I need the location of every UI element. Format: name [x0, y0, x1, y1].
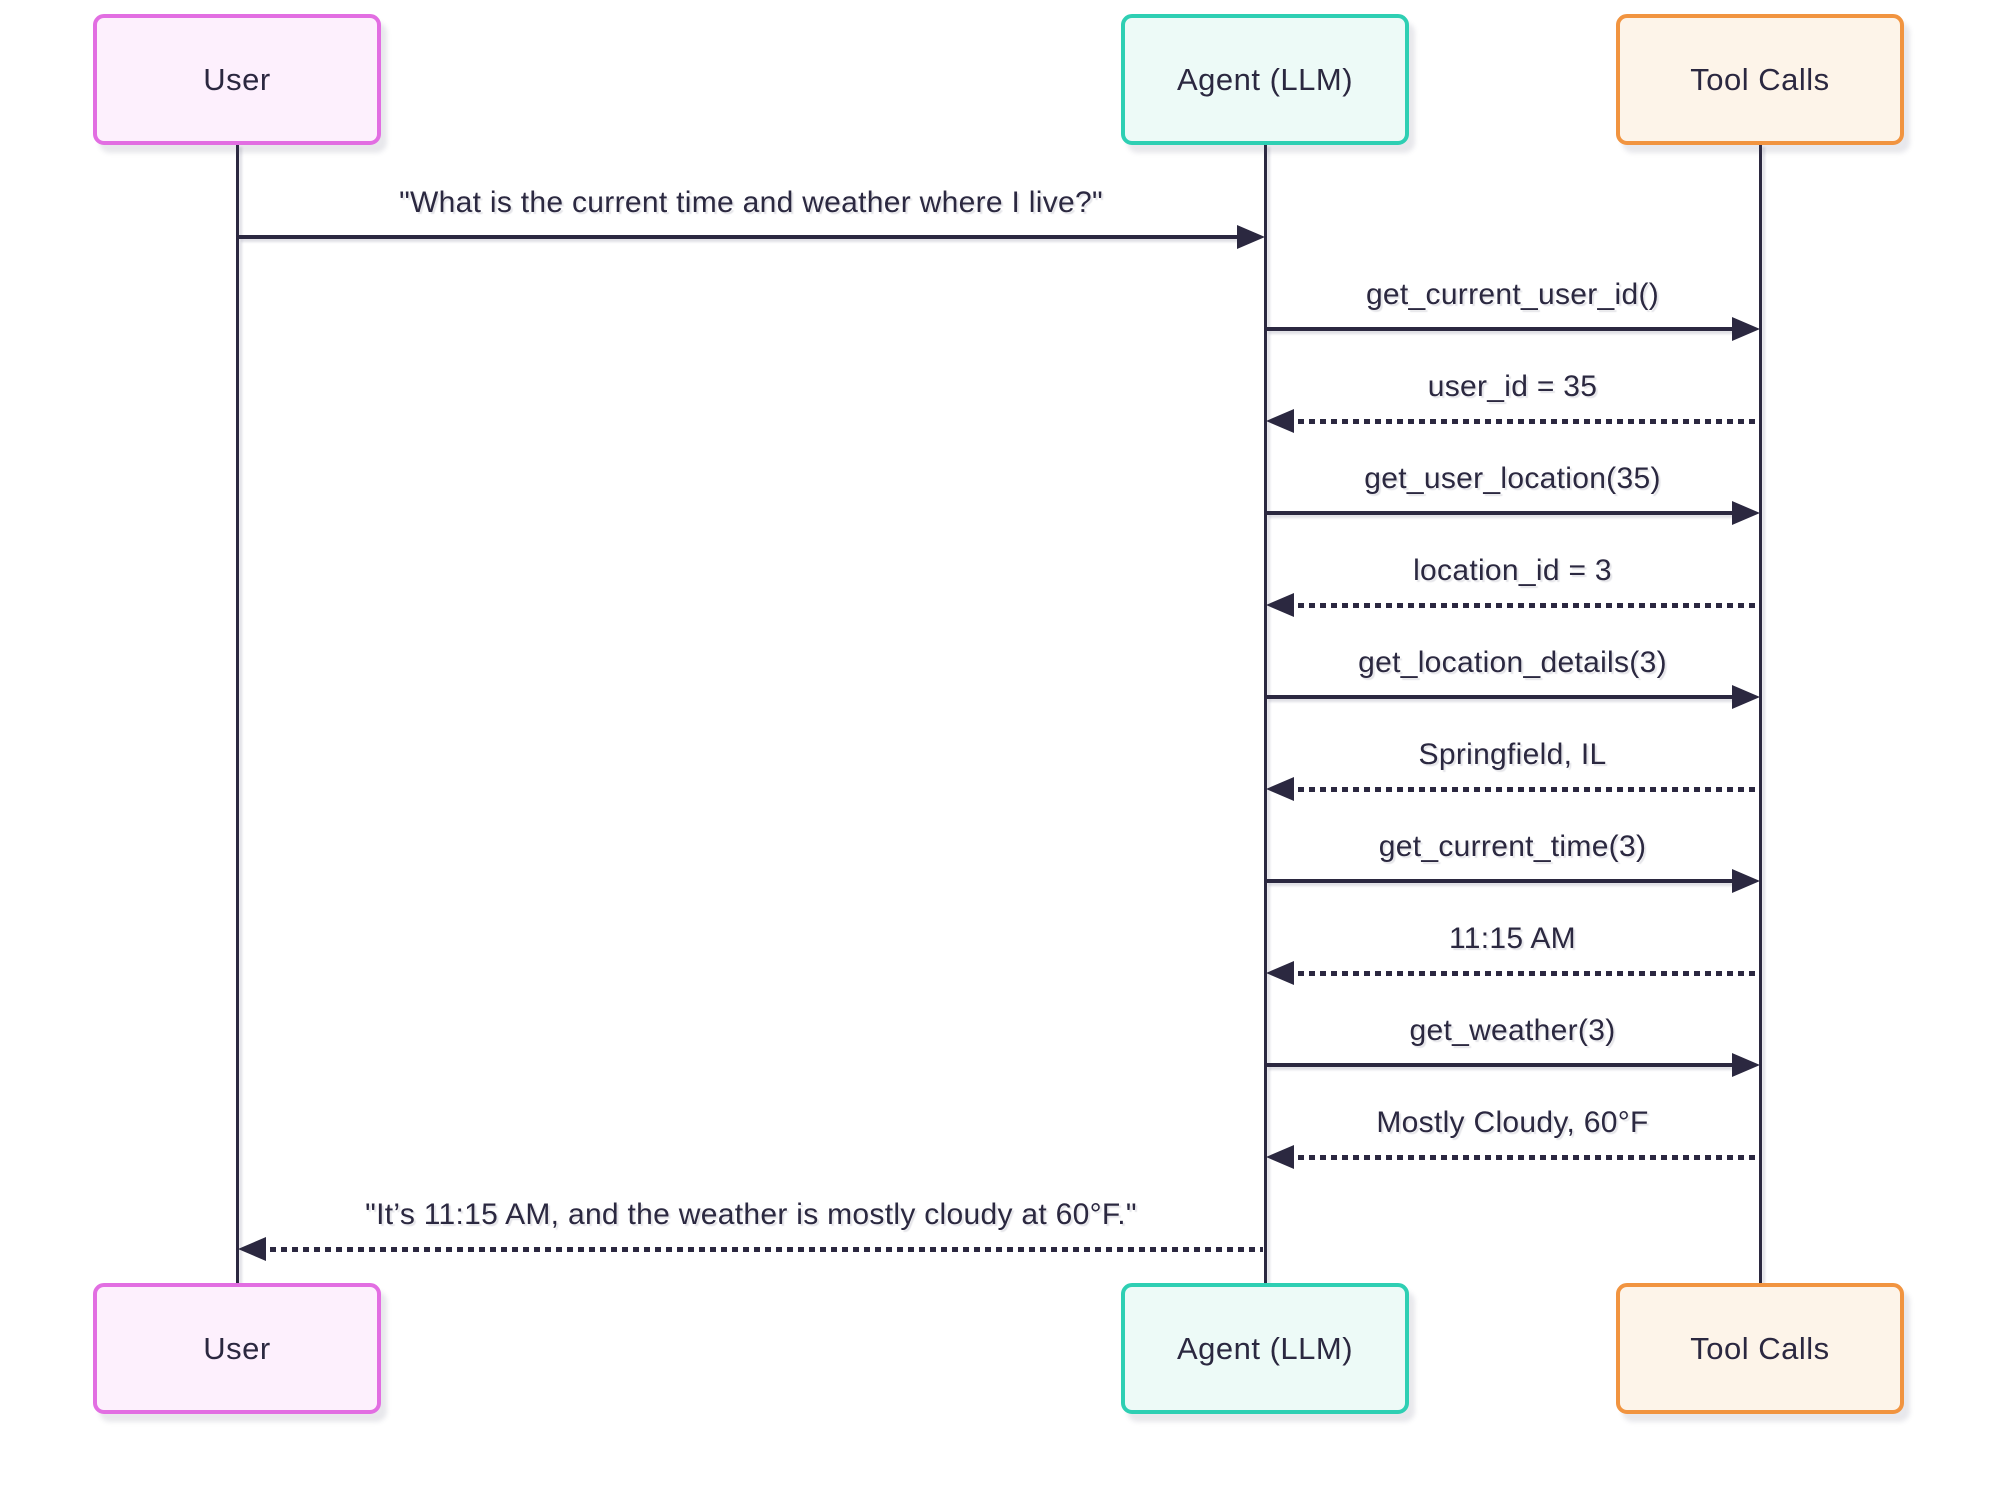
message-label: get_current_time(3): [1378, 830, 1647, 863]
arrowhead-icon: [1266, 593, 1294, 617]
message-label: 11:15 AM: [1449, 922, 1576, 955]
message-label: Springfield, IL: [1418, 738, 1607, 771]
message-label: get_current_user_id(): [1365, 278, 1660, 311]
actor-box-user-top: User: [93, 14, 381, 145]
arrowhead-icon: [1266, 409, 1294, 433]
message-arrow-line-dotted: [1287, 1155, 1758, 1160]
actor-box-tool-bottom: Tool Calls: [1616, 1283, 1904, 1414]
message-arrow-line-solid: [1267, 511, 1738, 515]
arrowhead-icon: [1732, 869, 1760, 893]
arrowhead-icon: [238, 1237, 266, 1261]
message-label: get_user_location(35): [1364, 462, 1661, 495]
message-arrow-line-dotted: [1287, 971, 1758, 976]
actor-label-agent-bottom: Agent (LLM): [1176, 1330, 1354, 1366]
actor-label-tool-top: Tool Calls: [1690, 61, 1830, 97]
lifeline-agent: [1263, 145, 1267, 1283]
message-arrow-line-dotted: [1287, 787, 1758, 792]
message-arrow-line-solid: [239, 235, 1243, 239]
message-label: get_location_details(3): [1358, 646, 1667, 679]
message-arrow-line-dotted: [259, 1247, 1263, 1252]
actor-label-user-top: User: [203, 61, 271, 97]
actor-label-tool-bottom: Tool Calls: [1690, 1330, 1830, 1366]
lifeline-tool: [1758, 145, 1762, 1283]
message-arrow-line-solid: [1267, 327, 1738, 331]
arrowhead-icon: [1266, 1145, 1294, 1169]
message-arrow-line-solid: [1267, 695, 1738, 699]
actor-box-tool-top: Tool Calls: [1616, 14, 1904, 145]
lifeline-user: [235, 145, 239, 1283]
message-arrow-line-solid: [1267, 879, 1738, 883]
arrowhead-icon: [1237, 225, 1265, 249]
actor-box-agent-bottom: Agent (LLM): [1121, 1283, 1409, 1414]
message-label: get_weather(3): [1409, 1014, 1616, 1047]
message-label: "What is the current time and weather wh…: [399, 186, 1103, 219]
arrowhead-icon: [1732, 317, 1760, 341]
message-arrow-line-solid: [1267, 1063, 1738, 1067]
actor-box-user-bottom: User: [93, 1283, 381, 1414]
arrowhead-icon: [1732, 685, 1760, 709]
message-label: "It’s 11:15 AM, and the weather is mostl…: [365, 1198, 1137, 1231]
actor-box-agent-top: Agent (LLM): [1121, 14, 1409, 145]
actor-label-user-bottom: User: [203, 1330, 271, 1366]
actor-label-agent-top: Agent (LLM): [1176, 61, 1354, 97]
arrowhead-icon: [1732, 501, 1760, 525]
message-arrow-line-dotted: [1287, 419, 1758, 424]
message-label: location_id = 3: [1413, 554, 1612, 587]
arrowhead-icon: [1266, 961, 1294, 985]
message-arrow-line-dotted: [1287, 603, 1758, 608]
arrowhead-icon: [1732, 1053, 1760, 1077]
message-label: user_id = 35: [1427, 370, 1598, 403]
message-label: Mostly Cloudy, 60°F: [1376, 1106, 1649, 1139]
arrowhead-icon: [1266, 777, 1294, 801]
